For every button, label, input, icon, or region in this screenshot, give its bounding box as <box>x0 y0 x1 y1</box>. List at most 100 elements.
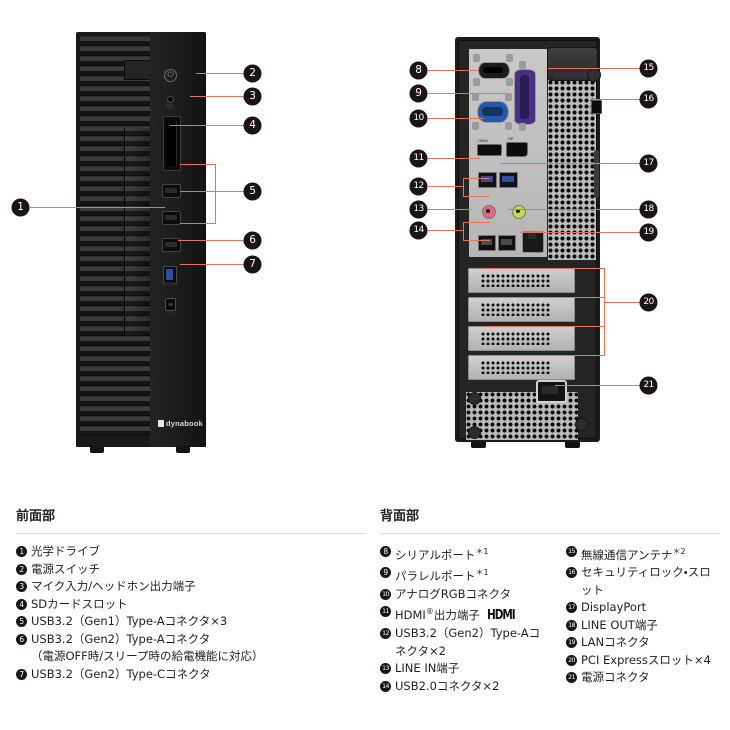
legend-front-section: 前面部 1 光学ドライブ 2 電源スイッチ 3 マイク入力/ヘッドホン出力端子 … <box>16 505 366 683</box>
legend-num: 17 <box>566 602 577 614</box>
list-item-continuation: （電源OFF時/スリープ時の給電機能に対応） <box>16 648 366 666</box>
rear-foot-right <box>565 442 580 448</box>
callout-marker-2[interactable]: 2 <box>244 65 261 82</box>
footnote-ref: ＊1 <box>475 547 489 556</box>
legend-num: 1 <box>16 546 27 557</box>
legend-text: USB3.2（Gen2）Type-Aコネクタ×2 <box>395 626 541 658</box>
front-chassis-illustration: ⏻ dynabook <box>76 32 206 453</box>
sd-card-slot <box>163 116 181 171</box>
callout-marker-10[interactable]: 10 <box>410 110 427 127</box>
hdmi-logo: HDMI <box>486 607 516 623</box>
leader-line-8 <box>428 70 478 71</box>
callout-marker-7[interactable]: 7 <box>244 256 261 273</box>
legend-text: LINE OUT端子 <box>581 617 658 632</box>
legend-text: （電源OFF時/スリープ時の給電機能に対応） <box>31 649 264 663</box>
legend-num: 20 <box>566 654 577 666</box>
list-item: 7 USB3.2（Gen2）Type-Cコネクタ <box>16 666 366 684</box>
pci-express-slot-3 <box>468 326 575 351</box>
legend-text: 電源コネクタ <box>581 670 650 685</box>
list-item: 21 電源コネクタ <box>566 669 718 687</box>
leader-line-13 <box>428 209 472 210</box>
legend-rear-list-2: 15 無線通信アンテナ＊2 16 セキュリティロック・スロット 17 Displ… <box>566 543 718 687</box>
rear-foot-left <box>471 442 486 448</box>
legend-num: 7 <box>16 668 27 680</box>
callout-marker-12[interactable]: 12 <box>410 178 427 195</box>
serial-screw-left <box>473 54 480 62</box>
callout-marker-21[interactable]: 21 <box>640 377 657 394</box>
leader-line-14b <box>463 240 490 241</box>
front-usb-a-port-1 <box>162 184 181 198</box>
callout-marker-4[interactable]: 4 <box>244 117 261 134</box>
displayport-port-label: DP <box>508 136 514 141</box>
legend-text: 無線通信アンテナ＊2 <box>581 547 686 562</box>
legend-rear-column-2: 15 無線通信アンテナ＊2 16 セキュリティロック・スロット 17 Displ… <box>566 543 718 695</box>
lan-port <box>522 231 544 253</box>
callout-marker-16[interactable]: 16 <box>640 91 657 108</box>
callout-marker-6[interactable]: 6 <box>244 232 261 249</box>
callout-marker-18[interactable]: 18 <box>640 201 657 218</box>
front-usb-c-marking <box>165 311 174 314</box>
hdmi-port <box>477 144 502 156</box>
list-item: 15 無線通信アンテナ＊2 <box>566 543 718 564</box>
legend-num: 14 <box>380 680 391 692</box>
callout-marker-3[interactable]: 3 <box>244 88 261 105</box>
callout-marker-14[interactable]: 14 <box>410 222 427 239</box>
front-usb-a-port-3 <box>162 238 181 252</box>
legend-front-heading: 前面部 <box>16 509 56 524</box>
legend-num: 15 <box>566 546 577 557</box>
leader-line-4 <box>170 125 244 126</box>
legend-num: 9 <box>380 567 391 579</box>
rear-usb20-port-2 <box>498 235 516 251</box>
callout-marker-17[interactable]: 17 <box>640 155 657 172</box>
legend-num: 8 <box>380 546 391 557</box>
front-top-panel-tab <box>124 60 153 80</box>
footnote-ref: ＊1 <box>475 568 489 578</box>
leader-line-12a <box>463 178 490 179</box>
audio-combo-jack <box>167 96 174 103</box>
legend-text: USB3.2（Gen2）Type-Aコネクタ <box>31 631 211 646</box>
legend-text: アナログRGBコネクタ <box>395 586 512 601</box>
line-in-jack <box>482 205 496 219</box>
leader-line-12b <box>463 196 490 197</box>
serial-screw-bl <box>473 78 480 86</box>
callout-marker-19[interactable]: 19 <box>640 224 657 241</box>
list-item: 14 USB2.0コネクタ×2 <box>380 678 548 696</box>
leader-line-14 <box>428 230 464 231</box>
power-button-icon: ⏻ <box>164 69 177 82</box>
optical-drive-bay <box>124 128 191 336</box>
legend-text: USB2.0コネクタ×2 <box>395 678 500 693</box>
displayport-port <box>506 142 528 157</box>
legend-num: 18 <box>566 619 577 631</box>
callout-marker-5[interactable]: 5 <box>244 183 261 200</box>
list-item: 10 アナログRGBコネクタ <box>380 586 548 604</box>
rear-side-vent <box>594 150 599 198</box>
leader-line-7 <box>180 264 244 265</box>
legend-num: 6 <box>16 633 27 645</box>
callout-marker-8[interactable]: 8 <box>410 62 427 79</box>
rear-usb20-port-1 <box>478 235 496 251</box>
callout-marker-13[interactable]: 13 <box>410 201 427 218</box>
leader-line-5c <box>180 223 216 224</box>
legend-front-list: 1 光学ドライブ 2 電源スイッチ 3 マイク入力/ヘッドホン出力端子 4 SD… <box>16 543 366 683</box>
list-item: 16 セキュリティロック・スロット <box>566 564 718 599</box>
callout-marker-15[interactable]: 15 <box>640 60 657 77</box>
legend-text: SDカードスロット <box>31 596 128 611</box>
legend-num: 4 <box>16 598 27 610</box>
callout-marker-20[interactable]: 20 <box>640 294 657 311</box>
legend-num: 5 <box>16 616 27 627</box>
leader-line-11 <box>428 158 480 159</box>
callout-marker-11[interactable]: 11 <box>410 150 427 167</box>
leader-line-6 <box>178 240 244 241</box>
list-item: 2 電源スイッチ <box>16 561 366 579</box>
leader-line-20b <box>483 297 605 298</box>
leader-line-17 <box>500 163 640 164</box>
callout-marker-1[interactable]: 1 <box>12 199 29 216</box>
legend-text: USB3.2（Gen2）Type-Cコネクタ <box>31 666 211 681</box>
front-usb-c-port <box>165 298 176 311</box>
leader-line-10 <box>428 118 484 119</box>
callout-marker-9[interactable]: 9 <box>410 85 427 102</box>
list-item: 8 シリアルポート＊1 <box>380 543 548 564</box>
list-item: 20 PCI Expressスロット×4 <box>566 652 718 670</box>
leader-bracket-5 <box>215 164 216 223</box>
